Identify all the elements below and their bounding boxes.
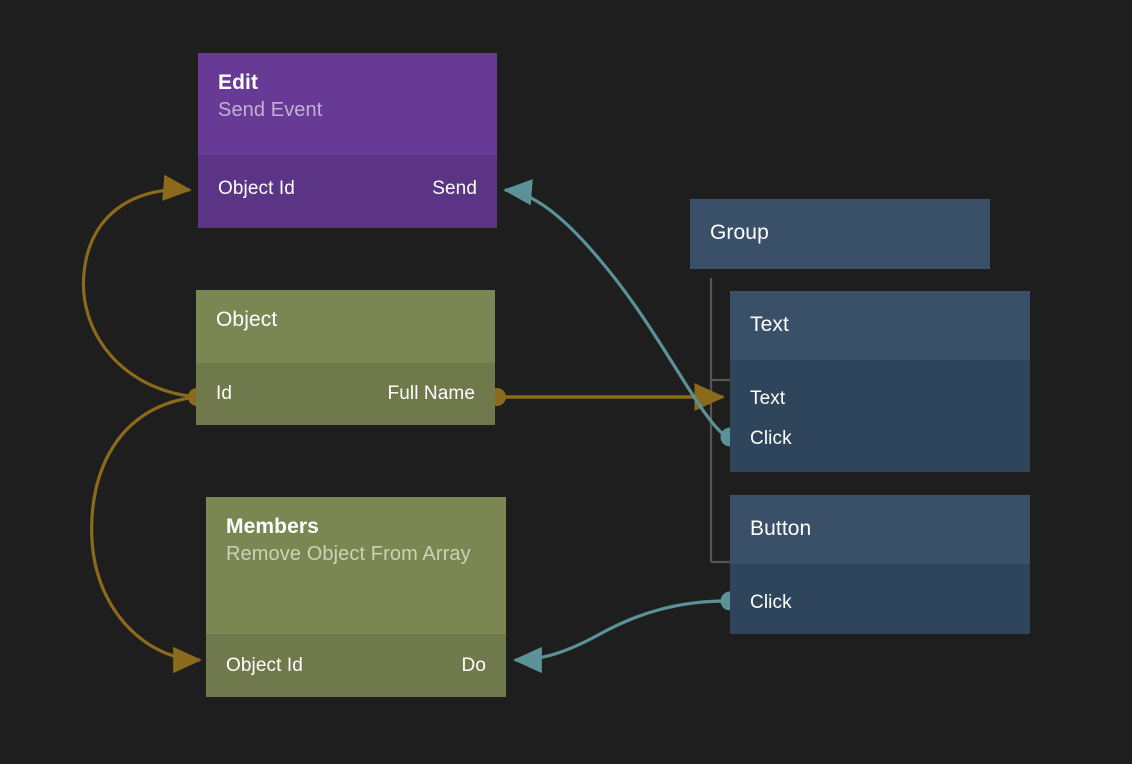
node-group-header[interactable]: Group	[690, 199, 990, 269]
node-edit-subtitle: Send Event	[218, 99, 323, 121]
port-edit-object-id[interactable]: Object Id	[218, 178, 295, 199]
node-text-body[interactable]: Text Click	[730, 360, 1030, 472]
port-object-full-name[interactable]: Full Name	[387, 383, 475, 404]
edge-button-click-to-members-do	[513, 599, 728, 674]
node-group[interactable]: Group	[690, 199, 990, 269]
node-object-title: Object	[216, 308, 278, 331]
node-object[interactable]: Object Id Full Name	[196, 290, 495, 425]
node-members-port-row: Object Id Do	[226, 648, 486, 684]
node-members-subtitle: Remove Object From Array	[226, 543, 471, 565]
node-button-title: Button	[750, 517, 812, 540]
port-edit-send[interactable]: Send	[432, 178, 477, 199]
node-edit-header[interactable]: Edit Send Event	[198, 53, 497, 155]
port-text-text[interactable]: Text	[750, 388, 786, 409]
node-object-port-row: Id Full Name	[216, 376, 475, 412]
node-button[interactable]: Button Click	[730, 495, 1030, 634]
node-edit-body[interactable]: Object Id Send	[198, 155, 497, 228]
edge-object-id-to-edit	[81, 174, 198, 399]
node-edit-title: Edit	[218, 71, 259, 94]
edge-object-id-to-members	[90, 395, 202, 674]
tree-connector-group	[709, 278, 731, 564]
port-object-id[interactable]: Id	[216, 383, 233, 404]
node-text[interactable]: Text Text Click	[730, 291, 1030, 472]
node-group-title: Group	[710, 221, 769, 244]
node-edit-port-row: Object Id Send	[218, 171, 477, 207]
node-members-body[interactable]: Object Id Do	[206, 634, 506, 697]
node-button-port-row-click: Click	[750, 583, 1010, 623]
node-button-header[interactable]: Button	[730, 495, 1030, 564]
node-text-port-row-click: Click	[750, 419, 1010, 459]
port-members-object-id[interactable]: Object Id	[226, 655, 303, 676]
port-members-do[interactable]: Do	[461, 655, 486, 676]
node-members[interactable]: Members Remove Object From Array Object …	[206, 497, 506, 697]
node-members-title: Members	[226, 515, 319, 538]
node-text-header[interactable]: Text	[730, 291, 1030, 360]
port-button-click[interactable]: Click	[750, 592, 792, 613]
node-object-body[interactable]: Id Full Name	[196, 363, 495, 425]
node-text-title: Text	[750, 313, 789, 336]
node-members-header[interactable]: Members Remove Object From Array	[206, 497, 506, 634]
node-text-port-row-text: Text	[750, 379, 1010, 419]
node-object-header[interactable]: Object	[196, 290, 495, 363]
node-button-body[interactable]: Click	[730, 564, 1030, 634]
port-text-click[interactable]: Click	[750, 428, 792, 449]
node-edit[interactable]: Edit Send Event Object Id Send	[198, 53, 497, 228]
